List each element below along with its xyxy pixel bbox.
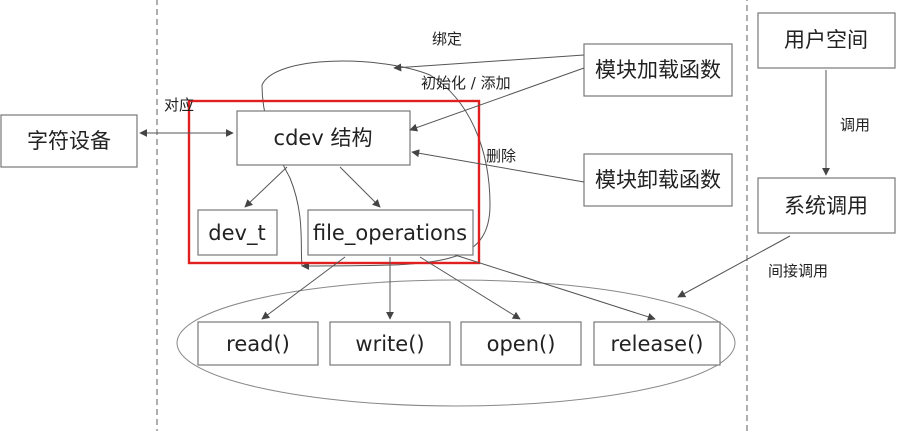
module-unload-box (583, 153, 733, 207)
kernel-boundary (156, 0, 748, 435)
call-label: 调用 (840, 116, 870, 134)
file-operations-box (307, 209, 474, 256)
user-space-text: 用户空间 (784, 28, 868, 52)
char-device-text: 字符设备 (27, 129, 111, 153)
write-text: write() (355, 332, 424, 356)
cdev-text: cdev 结构 (274, 126, 373, 150)
file-operations-text: file_operations (313, 221, 467, 246)
fops-open-arrow (419, 256, 521, 320)
open-box (460, 321, 582, 366)
delete-arrow (411, 149, 585, 183)
cdev-fops-arrow (339, 166, 381, 208)
read-text: read() (226, 332, 290, 356)
syscall-text: 系统调用 (784, 194, 868, 218)
indirect-call-arrow (677, 235, 791, 298)
fops-read-arrow (261, 256, 346, 320)
module-unload-text: 模块卸载函数 (595, 168, 721, 192)
read-box (197, 321, 319, 366)
operations-ellipse (176, 279, 736, 407)
char-device-box (0, 114, 138, 168)
cdev-box (236, 110, 411, 166)
bind-arrow (393, 54, 585, 72)
write-box (329, 321, 451, 366)
dev-t-box (197, 209, 278, 256)
syscall-box (757, 177, 896, 234)
correspond-label: 对应 (164, 96, 194, 114)
fops-release-arrow (454, 254, 656, 321)
dev-t-text: dev_t (208, 221, 265, 246)
module-load-text: 模块加载函数 (595, 58, 721, 82)
indirect-call-label: 间接调用 (768, 262, 828, 280)
highlight-rectangle (187, 99, 481, 265)
cdev-dev-t-arrow (244, 166, 288, 208)
delete-label: 删除 (486, 147, 516, 165)
init-add-label: 初始化 / 添加 (421, 74, 511, 92)
bind-label: 绑定 (432, 30, 462, 48)
module-load-box (583, 43, 733, 97)
open-text: open() (487, 332, 556, 356)
release-box (593, 321, 721, 366)
init-add-arrow (409, 67, 585, 132)
release-text: release() (611, 332, 704, 356)
user-space-box (757, 12, 896, 69)
